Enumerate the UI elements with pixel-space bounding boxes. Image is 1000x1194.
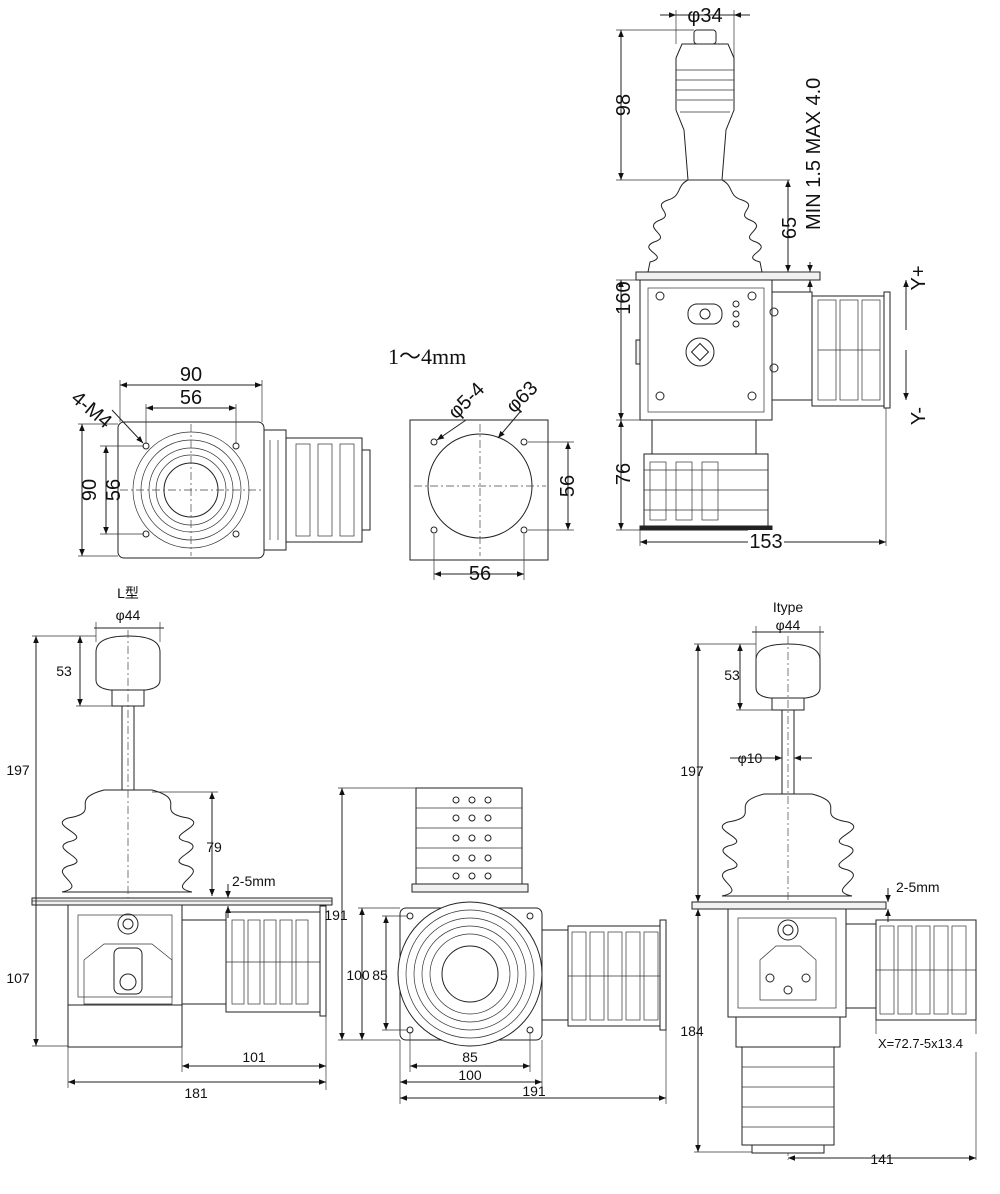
front-view: 191 100 85 85 100 191	[324, 787, 667, 1104]
front-width-100: 100	[458, 1067, 482, 1083]
handle-height-98: 98	[613, 94, 635, 116]
i-total-width: 141	[870, 1151, 894, 1167]
i-type-view: Itype φ44 197	[680, 599, 982, 1167]
l-knob-height: 53	[56, 663, 72, 679]
dir-y-plus: Y+	[908, 265, 930, 290]
i-knob-dia: φ44	[776, 617, 801, 633]
plate-thickness-label: 1～4mm	[388, 344, 466, 369]
top-hole-vspacing-56: 56	[103, 479, 125, 501]
i-knob-height: 53	[724, 667, 740, 683]
front-height-191: 191	[324, 907, 348, 923]
l-switch-width: 101	[242, 1049, 266, 1065]
l-knob-dia: φ44	[116, 607, 141, 623]
i-shaft-dia: φ10	[738, 750, 763, 766]
i-below-panel: 184	[680, 1023, 704, 1039]
front-cutout-100: 100	[346, 967, 370, 983]
i-switch-pitch: X=72.7-5x13.4	[878, 1036, 963, 1051]
boot-height-65: 65	[779, 217, 801, 239]
l-boot-height: 79	[206, 839, 222, 855]
l-below-panel: 107	[6, 970, 30, 986]
l-type-title: L型	[117, 585, 139, 601]
side-view-top-right: 98 160 76 65 MIN 1.5 MAX 4.0 φ34 153 Y+ …	[613, 5, 930, 553]
panel-range-label: MIN 1.5 MAX 4.0	[803, 78, 825, 230]
front-cutout-85: 85	[372, 967, 388, 983]
cutout-hspacing-56: 56	[469, 563, 491, 585]
top-view: 90 56 90 56 4-M4	[67, 364, 371, 559]
cutout-dia-label: φ63	[502, 377, 542, 417]
front-total-width: 191	[522, 1083, 546, 1099]
l-type-view: L型 φ44 197 53	[6, 585, 333, 1101]
mount-holes-label: 4-M4	[67, 387, 116, 433]
i-type-title: Itype	[773, 599, 804, 615]
body-height-160: 160	[613, 281, 635, 314]
panel-cutout-view: 1～4mm φ5-4 φ63 56 56	[388, 344, 579, 585]
cutout-vspacing-56: 56	[557, 475, 579, 497]
i-total-height: 197	[680, 763, 704, 779]
l-total-height: 197	[6, 762, 30, 778]
l-total-width: 181	[184, 1085, 208, 1101]
hole-dia-label: φ5-4	[444, 378, 489, 423]
front-width-85: 85	[462, 1049, 478, 1065]
lower-height-76: 76	[613, 463, 635, 485]
dir-y-minus: Y-	[908, 407, 930, 425]
l-panel-range: 2-5mm	[232, 873, 276, 889]
i-panel-range: 2-5mm	[896, 879, 940, 895]
top-hole-spacing-56: 56	[180, 387, 202, 409]
top-height-90: 90	[79, 479, 101, 501]
total-width-153: 153	[749, 531, 782, 553]
top-width-90: 90	[180, 364, 202, 386]
grip-dia-label: φ34	[687, 5, 722, 27]
